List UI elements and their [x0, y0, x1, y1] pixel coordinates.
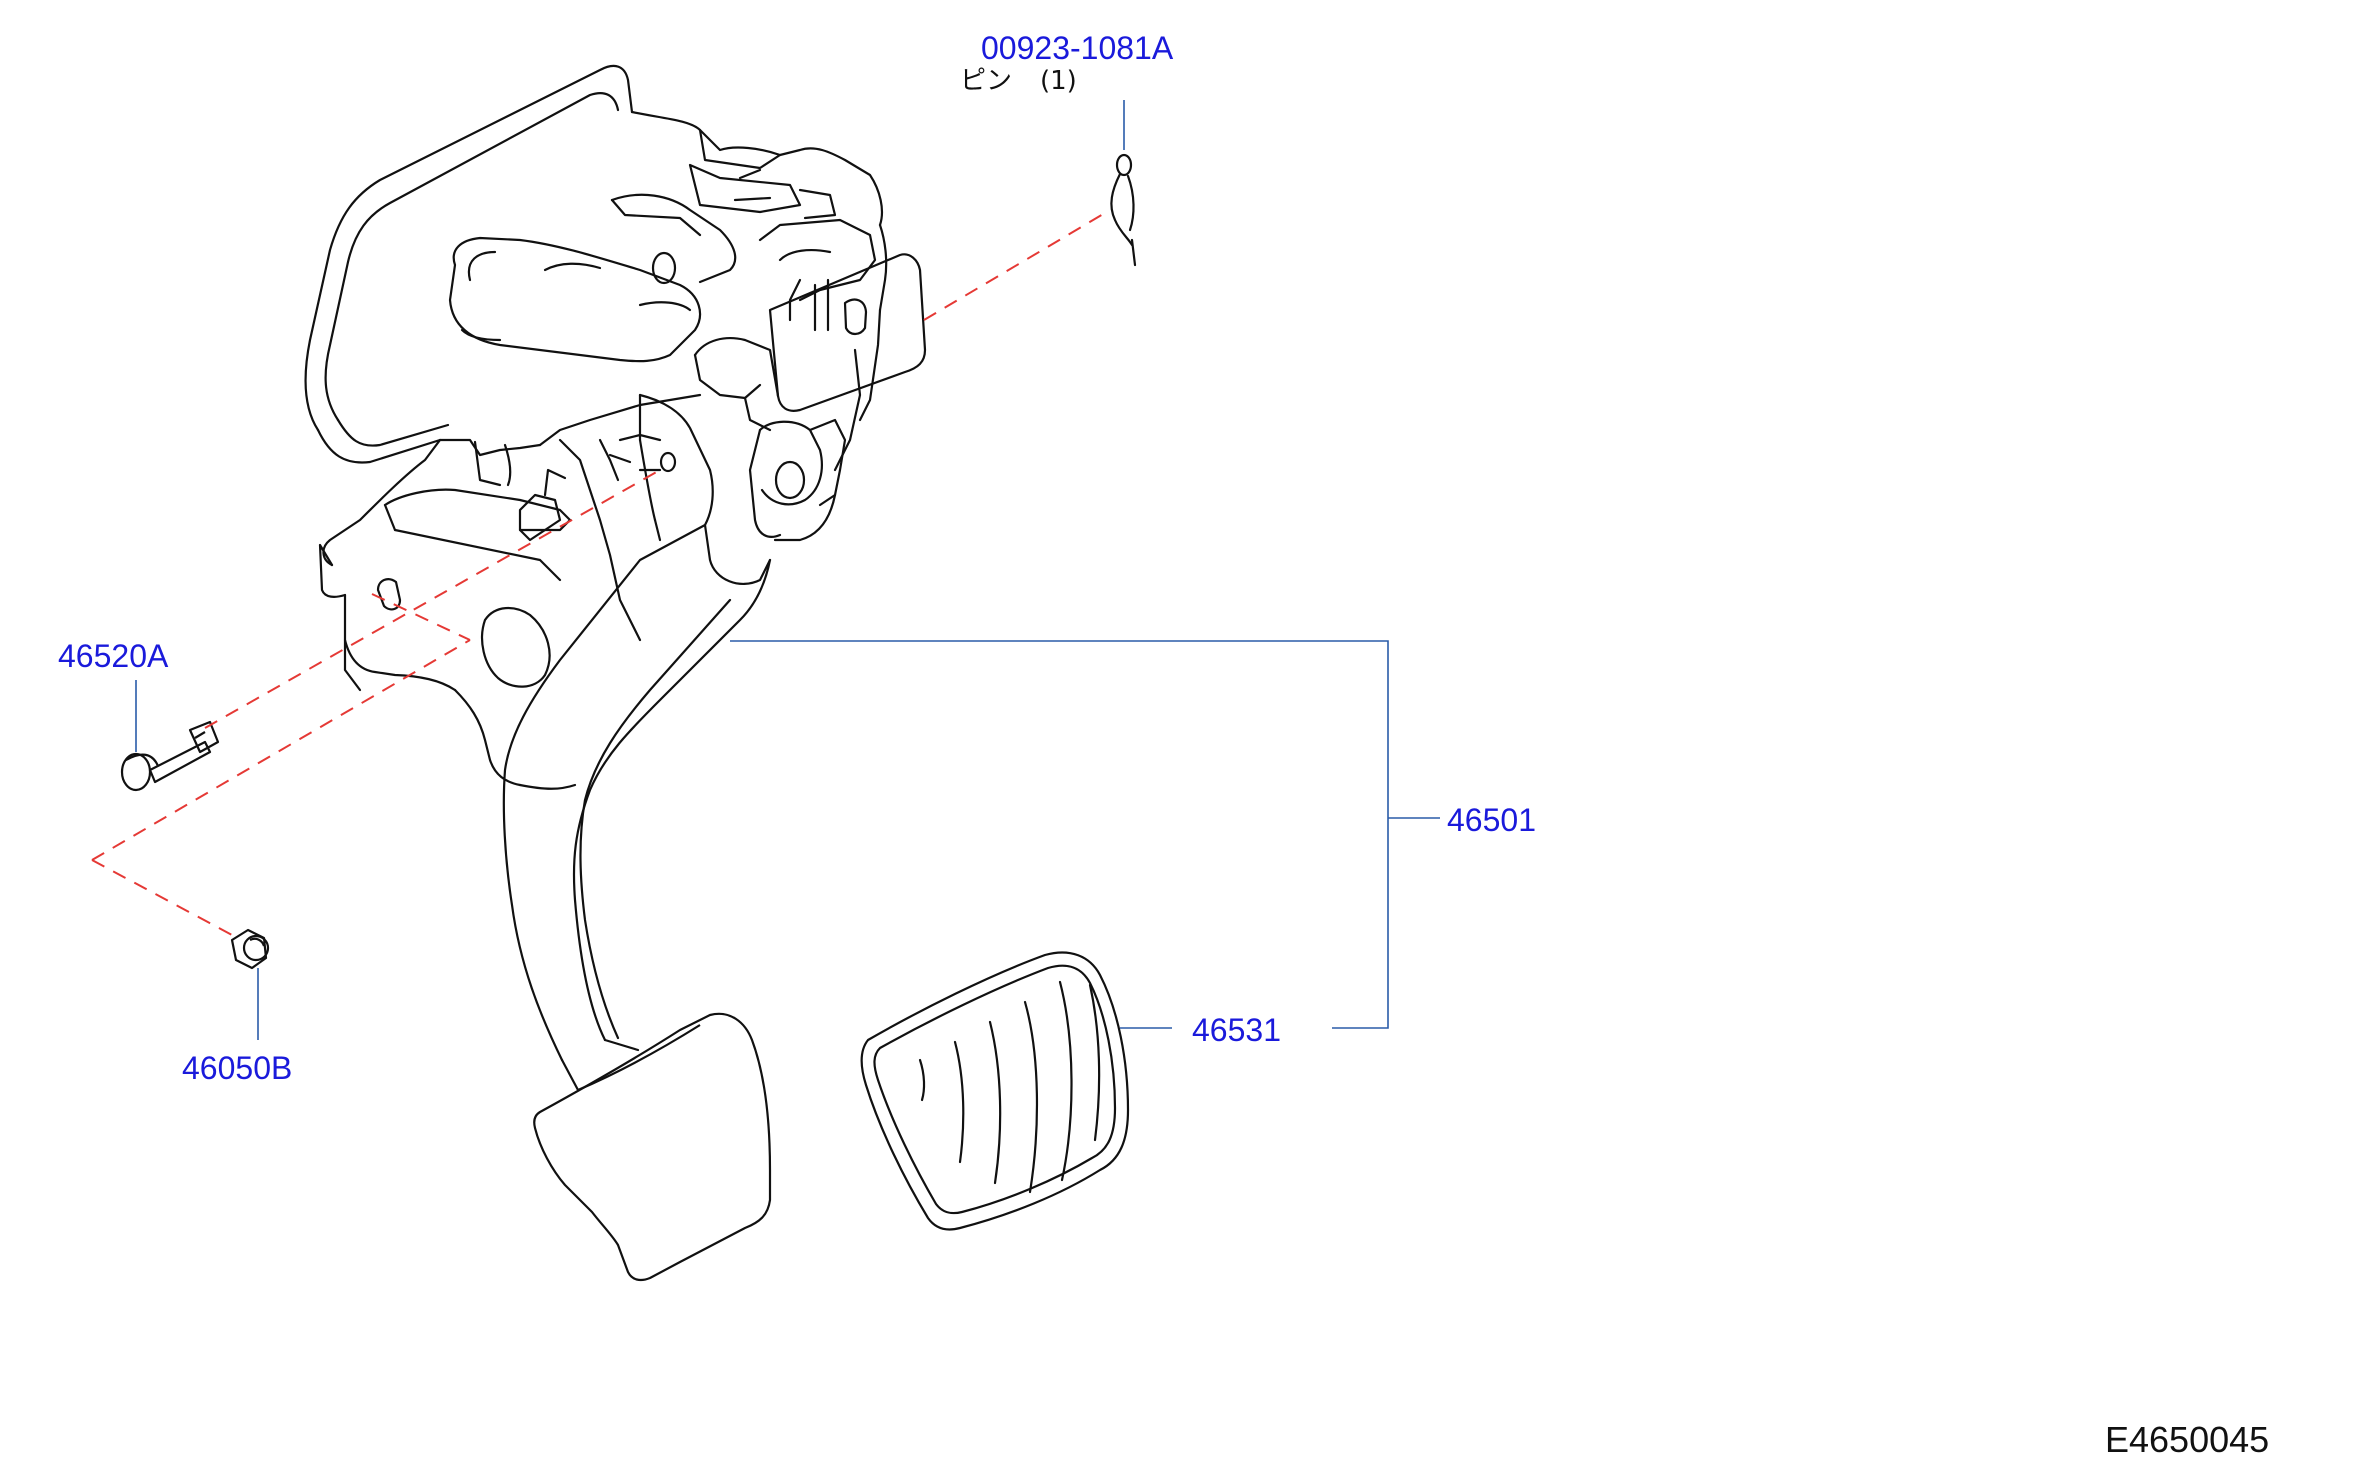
- pedal-pad-brake: [533, 1012, 772, 1282]
- pin-part: [1110, 153, 1137, 267]
- callout-pedal-assembly-part-number[interactable]: 46501: [1447, 802, 1536, 838]
- pin-quantity-label: (1): [1040, 66, 1077, 96]
- pedal-pad-46531: [860, 951, 1130, 1231]
- diagram-code: E4650045: [2105, 1419, 2270, 1460]
- callout-nut-part-number[interactable]: 46050B: [182, 1050, 293, 1086]
- bolt-part: [120, 720, 220, 792]
- nut-part: [230, 928, 270, 970]
- pin-name-label: ピン: [960, 66, 1013, 96]
- callout-pin-part-number[interactable]: 00923-1081A: [981, 30, 1174, 66]
- pedal-bracket: [304, 64, 927, 790]
- callout-pedal-pad-part-number[interactable]: 46531: [1192, 1012, 1281, 1048]
- pedal-arm: [502, 393, 772, 1092]
- assembly-dashed-lines: [91, 212, 1106, 936]
- callout-bolt-part-number[interactable]: 46520A: [58, 638, 169, 674]
- leader-lines: [135, 100, 1440, 1040]
